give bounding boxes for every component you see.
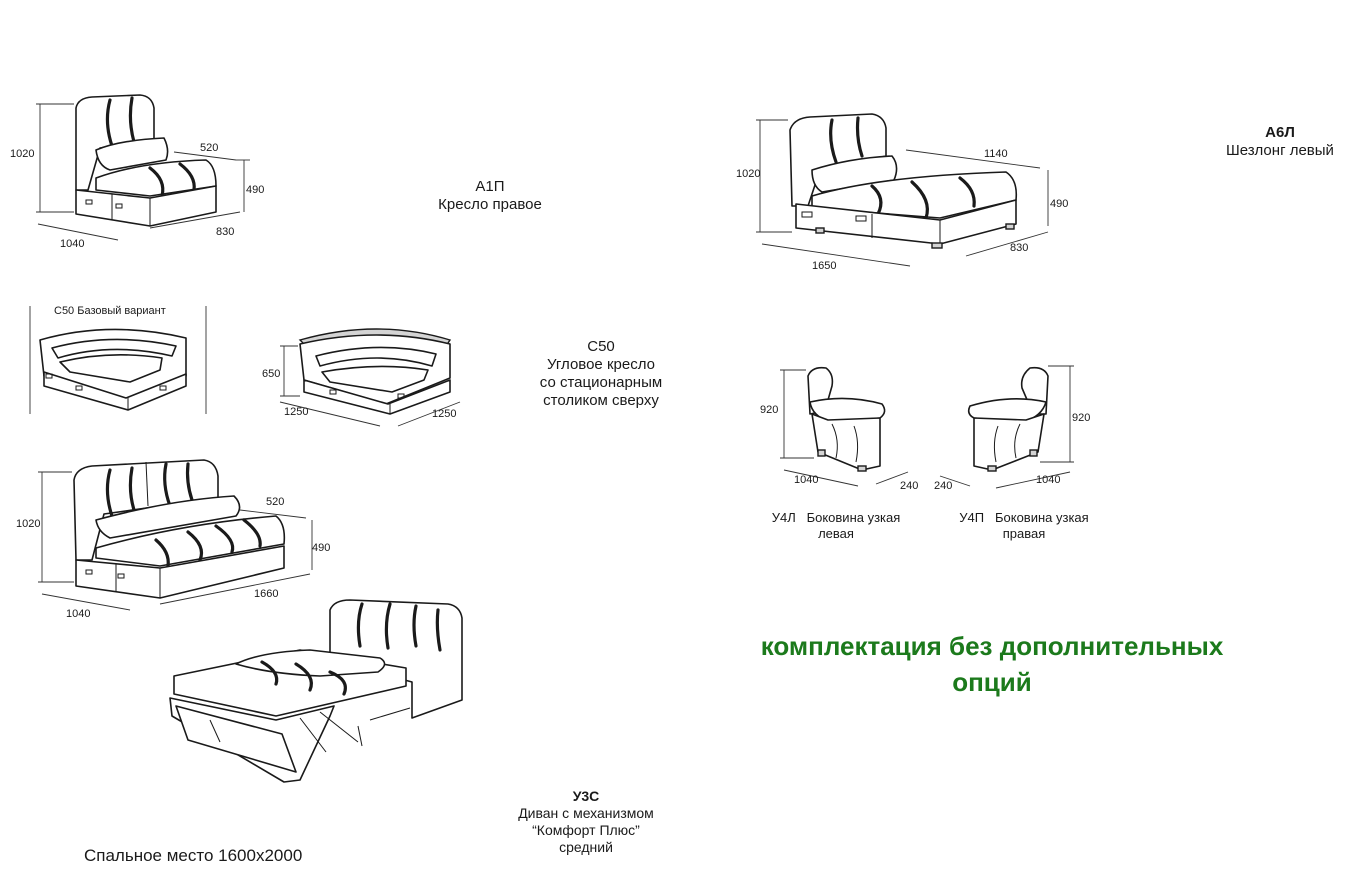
- sofa-length-dim: 1660: [254, 588, 279, 600]
- u4l-length-dim: 1040: [794, 474, 819, 486]
- c50-code: С50: [587, 338, 615, 355]
- u4l-title: У4Л Боковина узкая левая: [756, 510, 916, 542]
- a6l-height-dim: 1020: [736, 168, 761, 180]
- a6l-title: А6Л Шезлонг левый: [1210, 124, 1350, 160]
- u4l-title-line1: У4Л Боковина узкая: [756, 510, 916, 526]
- a6l-width-dim: 1140: [984, 148, 1008, 160]
- a1p-title: А1П Кресло правое: [420, 178, 560, 214]
- u4p-code: У4П: [959, 510, 985, 525]
- u4p-name-line1: Боковина узкая: [994, 510, 1089, 525]
- sleeping-place-label: Спальное место 1600х2000: [84, 846, 303, 865]
- c50-table-drawing: [279, 328, 461, 427]
- c50-name-line1: Угловое кресло: [547, 356, 655, 373]
- c50-name-line3: столиком сверху: [543, 392, 659, 409]
- u4l-name-line2: левая: [818, 526, 854, 541]
- a1p-armchair-drawing: [36, 94, 250, 241]
- u3c-code: У3С: [572, 788, 600, 804]
- a1p-code: А1П: [475, 178, 505, 195]
- u3c-name-line3: средний: [559, 839, 613, 855]
- a6l-seat-height-dim: 490: [1050, 198, 1069, 210]
- a6l-length-dim: 1650: [812, 260, 837, 272]
- c50-title: С50 Угловое кресло со стационарным столи…: [526, 338, 676, 410]
- c50-side-a-dim: 1250: [284, 406, 309, 418]
- u4p-title: У4П Боковина узкая правая: [944, 510, 1104, 542]
- u4p-length-dim: 1040: [1036, 474, 1061, 486]
- a1p-width-dim: 520: [200, 142, 219, 154]
- u4l-width-dim: 240: [900, 480, 919, 492]
- c50-side-b-dim: 1250: [432, 408, 457, 420]
- a6l-name: Шезлонг левый: [1226, 142, 1334, 159]
- c50-height-dim: 650: [262, 368, 281, 380]
- c50-name-line2: со стационарным: [539, 374, 663, 391]
- a6l-chaise-drawing: [756, 113, 1049, 267]
- a1p-name: Кресло правое: [438, 196, 542, 213]
- u4l-height-dim: 920: [760, 404, 779, 416]
- u4p-title-line1: У4П Боковина узкая: [944, 510, 1104, 526]
- a6l-code: А6Л: [1265, 124, 1295, 141]
- sofa-width-dim: 520: [266, 496, 285, 508]
- u4p-width-dim: 240: [934, 480, 953, 492]
- a1p-height-dim: 1020: [10, 148, 35, 160]
- notice-line1: комплектация без дополнительных: [760, 631, 1224, 661]
- c50-base-drawing: [29, 306, 207, 414]
- sofa-seat-height-dim: 490: [312, 542, 331, 554]
- u3c-name-line1: Диван с механизмом: [518, 805, 654, 821]
- c50-base-label: С50 Базовый вариант: [54, 305, 166, 317]
- u3c-name-line2: “Комфорт Плюс”: [532, 822, 640, 838]
- a1p-depth-dim: 830: [216, 226, 235, 238]
- u4p-name-line2: правая: [1002, 526, 1046, 541]
- u4l-code: У4Л: [771, 510, 796, 525]
- u4l-name-line1: Боковина узкая: [806, 510, 901, 525]
- sofa-drawing: [38, 459, 313, 611]
- no-options-notice: комплектация без дополнительных опций: [712, 628, 1272, 700]
- a6l-depth-dim: 830: [1010, 242, 1029, 254]
- a1p-seat-height-dim: 490: [246, 184, 265, 196]
- u4p-armrest-drawing: [939, 365, 1074, 489]
- a1p-length-dim: 1040: [60, 238, 85, 250]
- u4l-armrest-drawing: [780, 366, 909, 487]
- notice-line2: опций: [952, 667, 1032, 697]
- sofa-height-dim: 1020: [16, 518, 41, 530]
- u3c-title: У3С Диван с механизмом “Комфорт Плюс” ср…: [500, 788, 672, 856]
- sofa-bed-drawing: [169, 599, 463, 783]
- sofa-depth-dim: 1040: [66, 608, 91, 620]
- u4p-height-dim: 920: [1072, 412, 1091, 424]
